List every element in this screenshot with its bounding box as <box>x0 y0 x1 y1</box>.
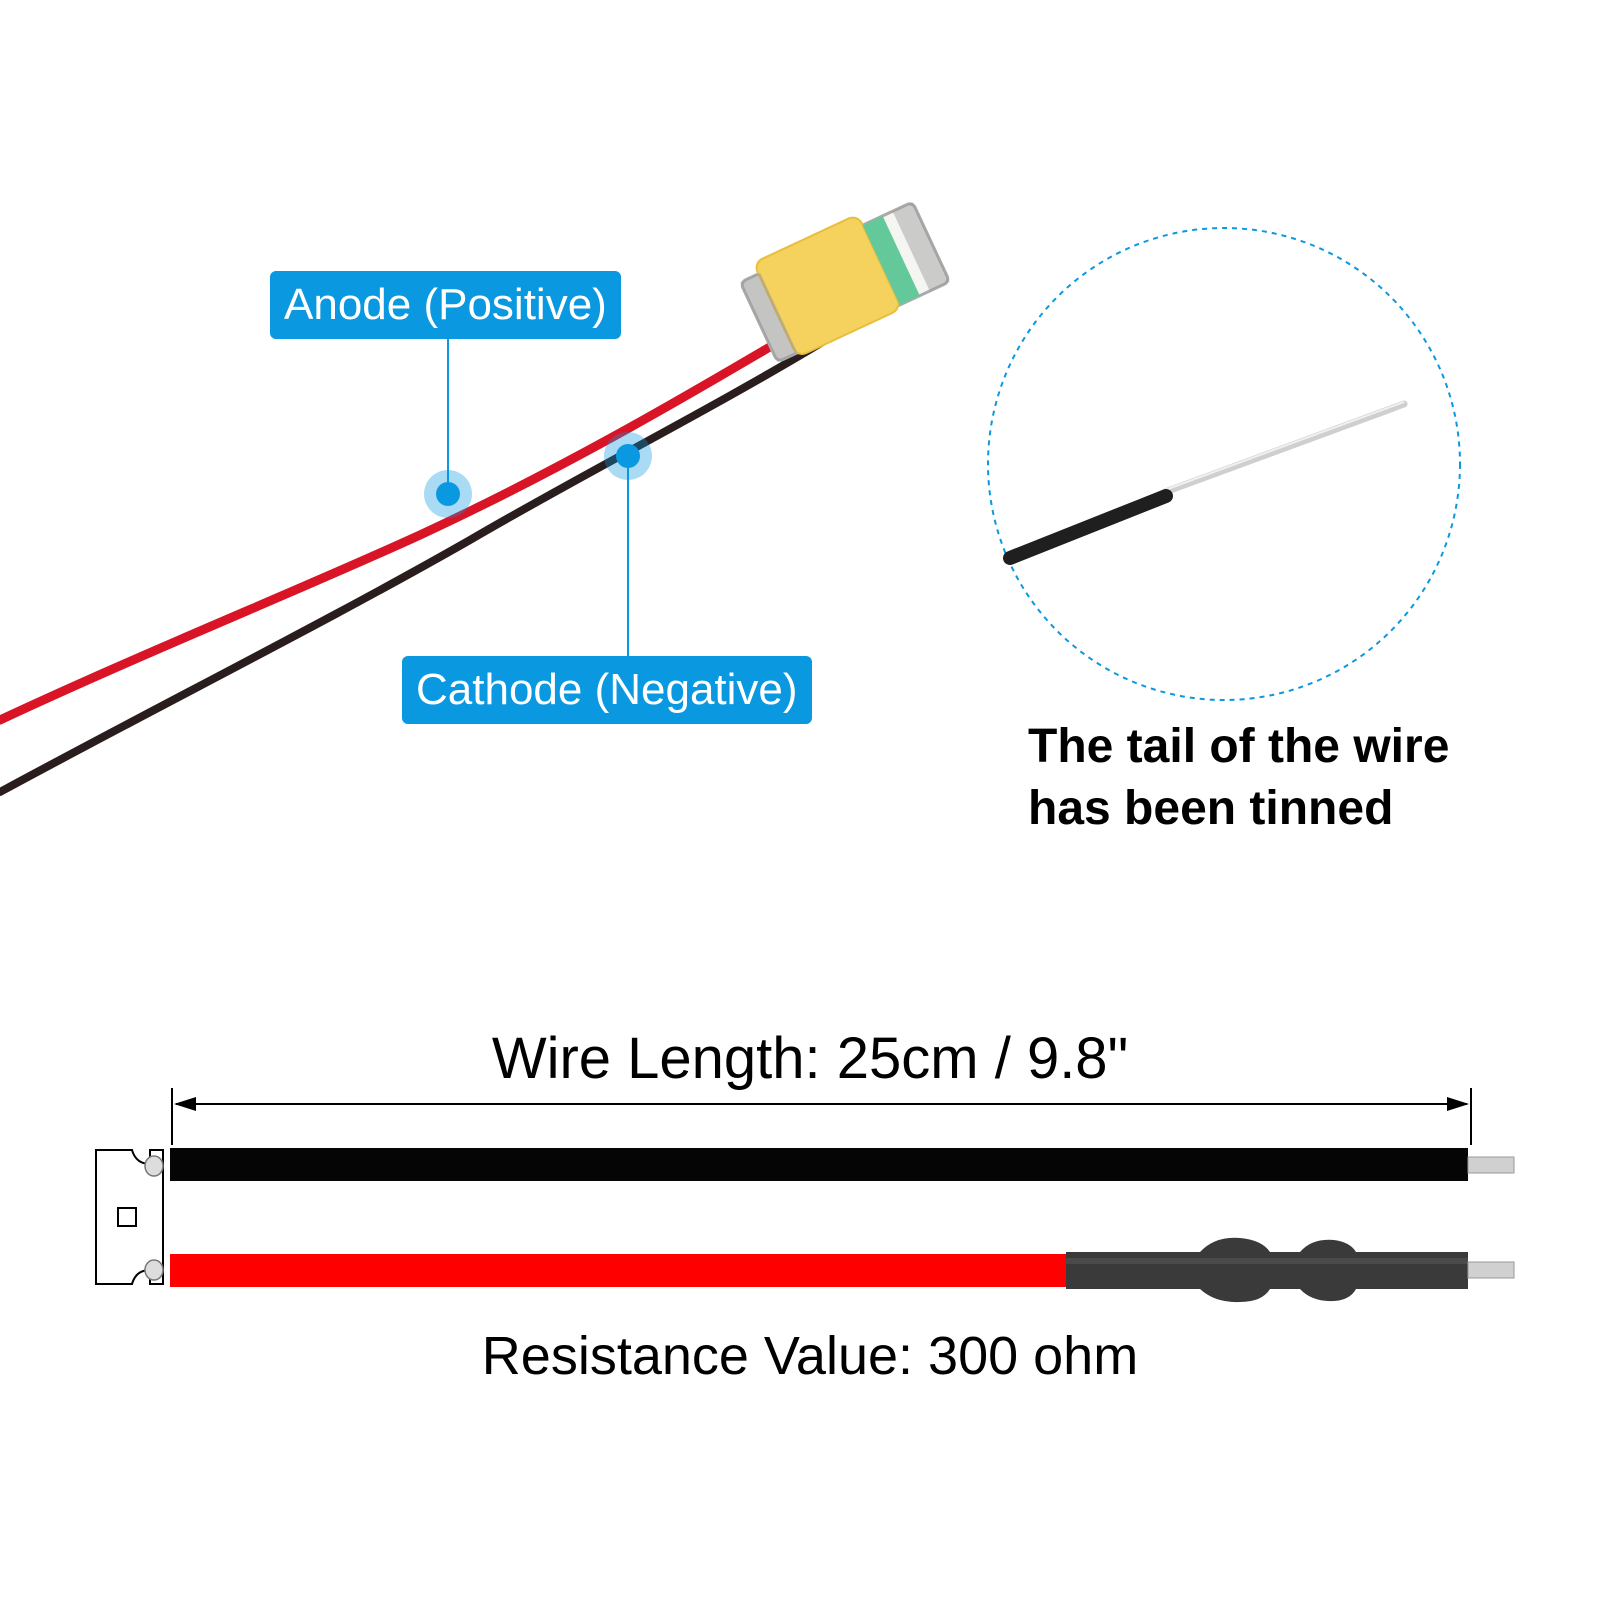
schematic-red-wire <box>170 1254 1066 1287</box>
anode-label: Anode (Positive) <box>270 271 621 339</box>
dimension-arrow-left <box>174 1097 196 1111</box>
tinned-caption-line-2: has been tinned <box>1028 782 1394 835</box>
led-outline <box>95 1149 164 1285</box>
tinned-caption-line-1: The tail of the wire <box>1028 720 1450 773</box>
resistance-label: Resistance Value: 300 ohm <box>481 1326 1139 1386</box>
wire-schematic <box>95 1088 1515 1303</box>
red-wire <box>0 333 790 725</box>
black-wire <box>0 336 830 796</box>
smd-led <box>740 201 950 363</box>
tail-wire-insulation <box>1003 489 1173 565</box>
anode-marker-dot <box>436 482 460 506</box>
cathode-marker-dot <box>616 444 640 468</box>
resistor-heat-shrink <box>1066 1237 1468 1303</box>
wire-length-label: Wire Length: 25cm / 9.8" <box>491 1026 1129 1091</box>
tinned-caption: The tail of the wire has been tinned <box>1028 716 1528 840</box>
detail-circle <box>987 227 1461 701</box>
tinned-tip <box>1161 400 1408 496</box>
schematic-black-tinned-end <box>1467 1156 1515 1174</box>
cathode-label: Cathode (Negative) <box>402 656 812 724</box>
led-photo <box>0 201 950 796</box>
tinned-tail-detail <box>987 227 1461 701</box>
schematic-red-tinned-end <box>1467 1261 1515 1279</box>
schematic-black-wire <box>170 1148 1468 1181</box>
tinned-tip-highlight <box>1164 401 1405 491</box>
dimension-arrow-right <box>1447 1097 1469 1111</box>
